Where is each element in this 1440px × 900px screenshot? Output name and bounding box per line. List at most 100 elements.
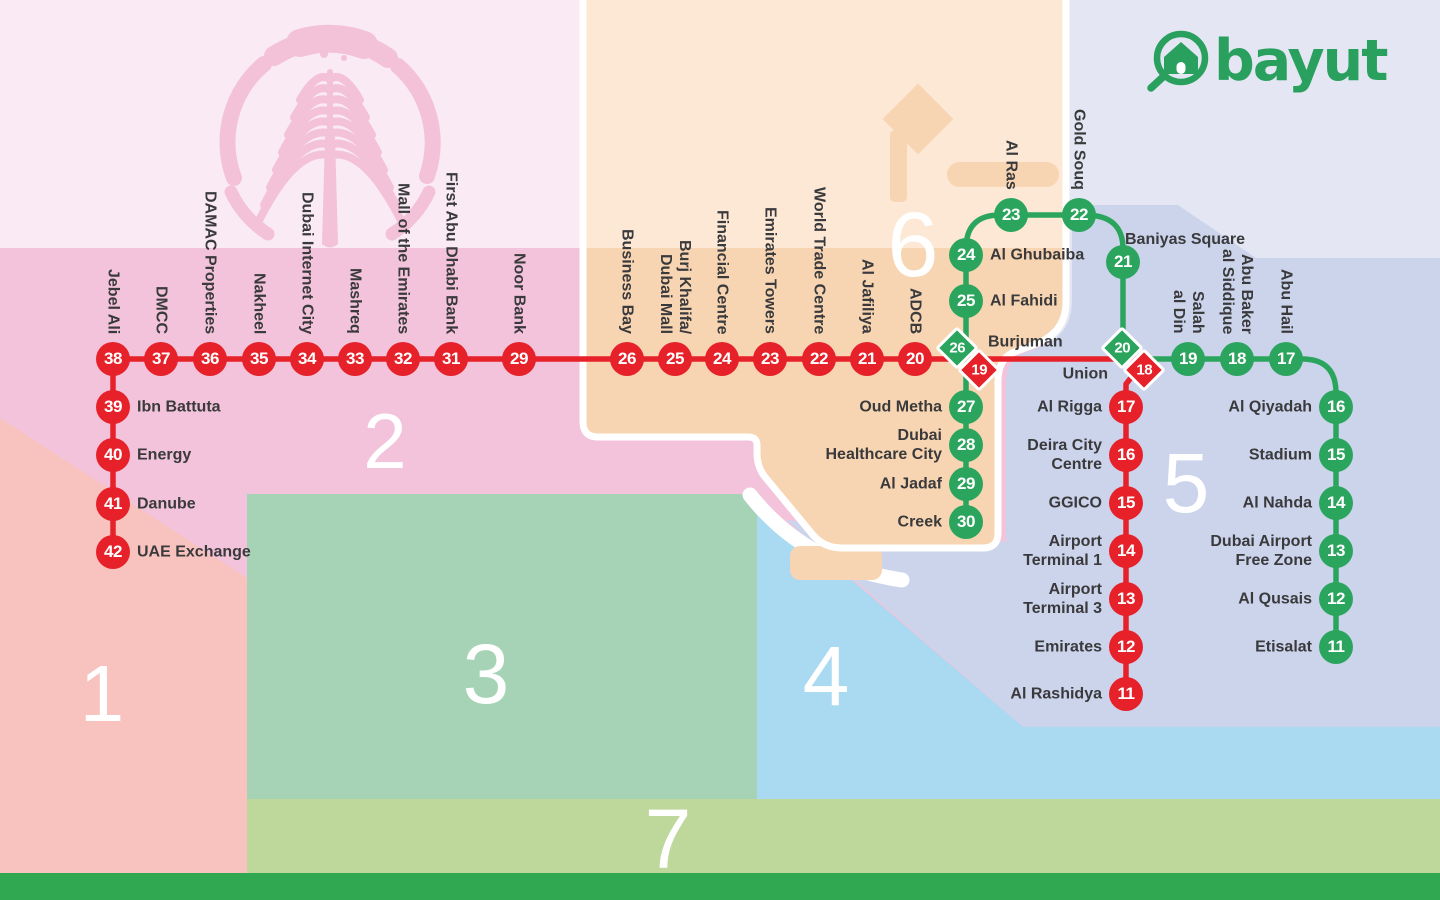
station-green-17: 17 — [1269, 342, 1303, 376]
station-label-red-40: Energy — [137, 446, 192, 464]
station-number: 17 — [1117, 397, 1135, 416]
station-number: 33 — [346, 349, 364, 368]
station-number: 36 — [201, 349, 219, 368]
station-red-34: 34 — [290, 342, 324, 376]
station-number: 23 — [1002, 205, 1020, 224]
station-label-red-37: DMCC — [152, 286, 170, 334]
station-number: 22 — [810, 349, 828, 368]
zone-number-1: 1 — [79, 649, 125, 738]
station-number: 28 — [957, 435, 975, 454]
station-number: 41 — [104, 494, 122, 513]
station-green-13: 13 — [1319, 534, 1353, 568]
station-label-red-12: Emirates — [1034, 638, 1102, 656]
station-red-33: 33 — [338, 342, 372, 376]
station-label-green-27: Oud Metha — [859, 398, 942, 416]
station-label-red-22: World Trade Centre — [810, 186, 828, 334]
station-number: 29 — [510, 349, 528, 368]
station-red-15: 15 — [1109, 486, 1143, 520]
zone-6-creek-detail — [583, 0, 1066, 248]
bayut-logo: bayut — [1147, 28, 1389, 94]
station-green-11: 11 — [1319, 630, 1353, 664]
station-red-37: 37 — [144, 342, 178, 376]
station-number: 26 — [618, 349, 636, 368]
station-label-red-39: Ibn Battuta — [137, 398, 221, 416]
station-number: 14 — [1327, 493, 1345, 512]
station-label-red-29: Noor Bank — [510, 253, 528, 334]
station-label-green-22: Gold Souq — [1070, 109, 1088, 190]
station-label-green-30: Creek — [897, 513, 942, 531]
station-red-31: 31 — [434, 342, 468, 376]
station-label-green-16: Al Qiyadah — [1228, 398, 1312, 416]
station-green-18: 18 — [1220, 342, 1254, 376]
brand-wordmark: bayut — [1214, 28, 1387, 94]
station-red-21: 21 — [850, 342, 884, 376]
station-number: 12 — [1117, 637, 1135, 656]
station-label-red-23: Emirates Towers — [761, 207, 779, 334]
station-number: 18 — [1136, 361, 1152, 379]
station-number: 17 — [1277, 349, 1295, 368]
station-number: 25 — [666, 349, 684, 368]
zone-3-area — [247, 494, 757, 802]
zone-number-5: 5 — [1162, 436, 1210, 530]
station-label-red-20: ADCB — [906, 287, 924, 334]
station-label-green-24: Al Ghubaiba — [990, 246, 1085, 264]
station-number: 42 — [104, 542, 122, 561]
station-red-29: 29 — [502, 342, 536, 376]
station-label-red-32: Mall of the Emirates — [394, 182, 412, 334]
station-label-green-12: Al Qusais — [1238, 590, 1312, 608]
station-label-green-21: Baniyas Square — [1125, 231, 1246, 248]
station-number: 24 — [957, 245, 975, 264]
station-number: 25 — [957, 291, 975, 310]
footer-bar — [0, 873, 1440, 900]
station-red-32: 32 — [386, 342, 420, 376]
station-label-green-29: Al Jadaf — [879, 475, 942, 493]
station-number: 26 — [949, 339, 965, 357]
station-red-40: 40 — [96, 438, 130, 472]
station-label-red-18: Union — [1062, 365, 1108, 383]
zone-7-area — [247, 799, 1440, 873]
station-number: 20 — [1114, 339, 1130, 357]
station-number: 23 — [761, 349, 779, 368]
station-number: 31 — [442, 349, 460, 368]
zone-number-2: 2 — [363, 397, 407, 485]
station-number: 34 — [298, 349, 316, 368]
station-number: 24 — [713, 349, 731, 368]
station-number: 12 — [1327, 589, 1345, 608]
station-number: 19 — [971, 361, 987, 379]
station-number: 16 — [1327, 397, 1345, 416]
station-label-red-42: UAE Exchange — [137, 543, 251, 561]
station-number: 15 — [1117, 493, 1135, 512]
station-green-21: 21 — [1106, 245, 1140, 279]
station-green-16: 16 — [1319, 390, 1353, 424]
station-red-23: 23 — [753, 342, 787, 376]
station-green-25: 25 — [949, 284, 983, 318]
station-number: 21 — [1114, 252, 1132, 271]
station-red-36: 36 — [193, 342, 227, 376]
station-label-green-26: Burjuman — [988, 333, 1063, 351]
zone-4-area — [752, 494, 1440, 800]
station-green-19: 19 — [1171, 342, 1205, 376]
zone-6-border — [579, 0, 1070, 552]
station-red-17: 17 — [1109, 390, 1143, 424]
station-number: 22 — [1070, 205, 1088, 224]
station-number: 18 — [1228, 349, 1246, 368]
palm-jumeirah-illustration — [219, 24, 441, 248]
station-red-20: 20 — [898, 342, 932, 376]
station-label-green-25: Al Fahidi — [990, 292, 1058, 310]
station-red-13: 13 — [1109, 582, 1143, 616]
station-label-red-35: Nakheel — [250, 272, 268, 334]
station-number: 11 — [1327, 637, 1345, 656]
zone-number-4: 4 — [802, 629, 850, 723]
station-number: 32 — [394, 349, 412, 368]
station-number: 38 — [104, 349, 122, 368]
station-red-12: 12 — [1109, 630, 1143, 664]
station-red-16: 16 — [1109, 438, 1143, 472]
station-label-red-34: Dubai Internet City — [298, 191, 316, 334]
